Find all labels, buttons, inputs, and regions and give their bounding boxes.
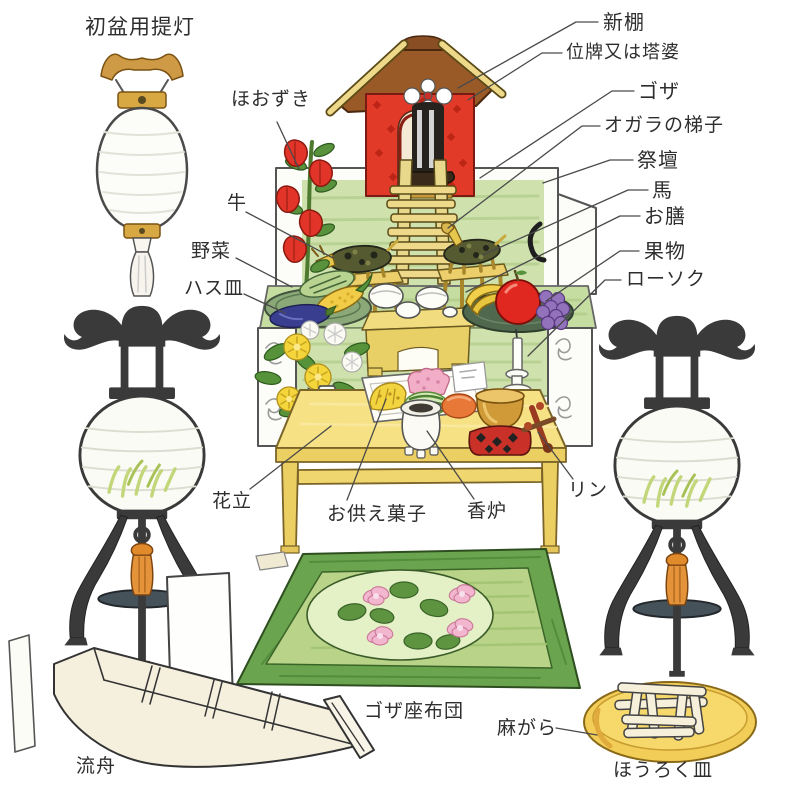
label-asagara: 麻がら (497, 718, 558, 739)
houroku-plate-illustration (583, 681, 757, 763)
label-ushi: 牛 (227, 193, 248, 214)
hemp-stalks-icon (614, 682, 708, 741)
label-ihai-touba: 位牌又は塔婆 (566, 42, 680, 62)
incense-burner-illustration (400, 399, 442, 459)
label-kudamono: 果物 (644, 241, 686, 263)
label-hoozuki: ほおずき (231, 89, 312, 110)
sweets-tray-illustration (361, 361, 491, 423)
label-yasai: 野菜 (191, 241, 232, 262)
label-niidana: 新棚 (603, 12, 645, 34)
boat-illustration (8, 572, 375, 768)
bell-illustration (468, 388, 557, 456)
label-hanatate: 花立 (212, 491, 253, 512)
label-ozen: お膳 (644, 206, 686, 228)
label-saidan: 祭壇 (637, 150, 679, 172)
hanging-lantern-illustration (95, 53, 189, 297)
label-kouro: 香炉 (467, 501, 508, 522)
label-goza: ゴザ (638, 81, 680, 103)
label-rousoku: ローソク (626, 269, 707, 290)
ladder-illustration (386, 159, 458, 285)
label-goza-zabuton: ゴザ座布団 (364, 701, 465, 722)
label-hatsubon-chochin: 初盆用提灯 (85, 16, 195, 39)
label-osonae-gashi: お供え菓子 (327, 504, 428, 525)
label-hasu-zara: ハス皿 (184, 278, 245, 299)
label-ogara-hashigo: オガラの梯子 (604, 115, 725, 136)
label-rin: リン (568, 480, 609, 501)
label-uma: 馬 (652, 180, 673, 202)
meal-tray-illustration (361, 283, 475, 377)
label-nagare-bune: 流舟 (76, 756, 117, 777)
right-floor-lantern-illustration (597, 313, 757, 679)
label-houroku-zara: ほうろく皿 (613, 760, 714, 781)
lotus-flowers-icon (362, 584, 476, 646)
goza-mat-illustration (236, 548, 581, 689)
